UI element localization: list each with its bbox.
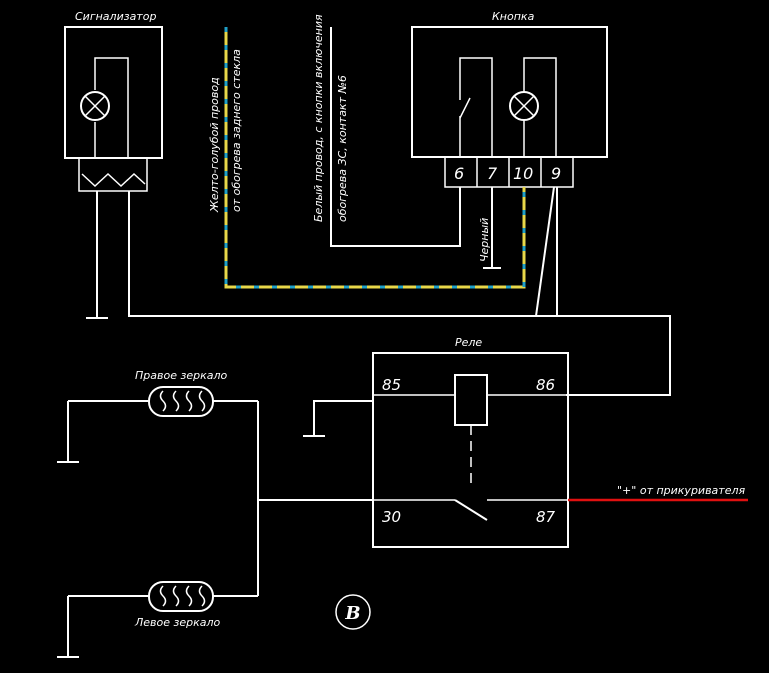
relay-pin-85: 85 [382,376,401,394]
relay-coil-icon [454,374,488,426]
relay-pin-86: 86 [536,376,555,394]
button-pin-9: 9 [551,164,561,183]
right-mirror-heater [57,386,258,463]
relay-label: Реле [455,336,482,349]
button-wires [224,27,558,317]
button-label: Кнопка [492,10,535,23]
relay-block [372,352,569,548]
relay-contact-icon [454,499,488,521]
white-wire-label-1: Белый провод, с кнопки включения [312,14,325,222]
signalizer-connector [78,157,148,192]
button-pin-6: 6 [454,164,464,183]
left-mirror-heater [57,581,258,658]
logo-letter: B [344,603,360,624]
relay-pin-87: 87 [536,508,556,526]
yellow-blue-wire-label-2: от обогрева заднего стекла [230,49,243,212]
button-block [411,26,608,188]
black-wire-label: Черный [478,218,491,262]
white-wire-label-2: обогрева ЗС, контакт №6 [336,75,349,222]
right-mirror-label: Правое зеркало [135,369,227,382]
plus-wire-label: "+" от прикуривателя [617,484,746,497]
relay-pin-30: 30 [382,508,401,526]
signalizer-block [64,26,671,396]
button-lamp-icon [509,91,539,121]
signalizer-lamp-icon [80,91,110,121]
left-mirror-label: Левое зеркало [134,616,221,629]
button-pin-7: 7 [487,164,498,183]
signalizer-label: Сигнализатор [75,10,156,23]
button-pin-10: 10 [513,164,533,183]
yellow-blue-wire-label-1: Желто-голубой провод [208,77,221,213]
button-switch-icon [459,97,471,119]
logo-icon: B [335,594,371,630]
